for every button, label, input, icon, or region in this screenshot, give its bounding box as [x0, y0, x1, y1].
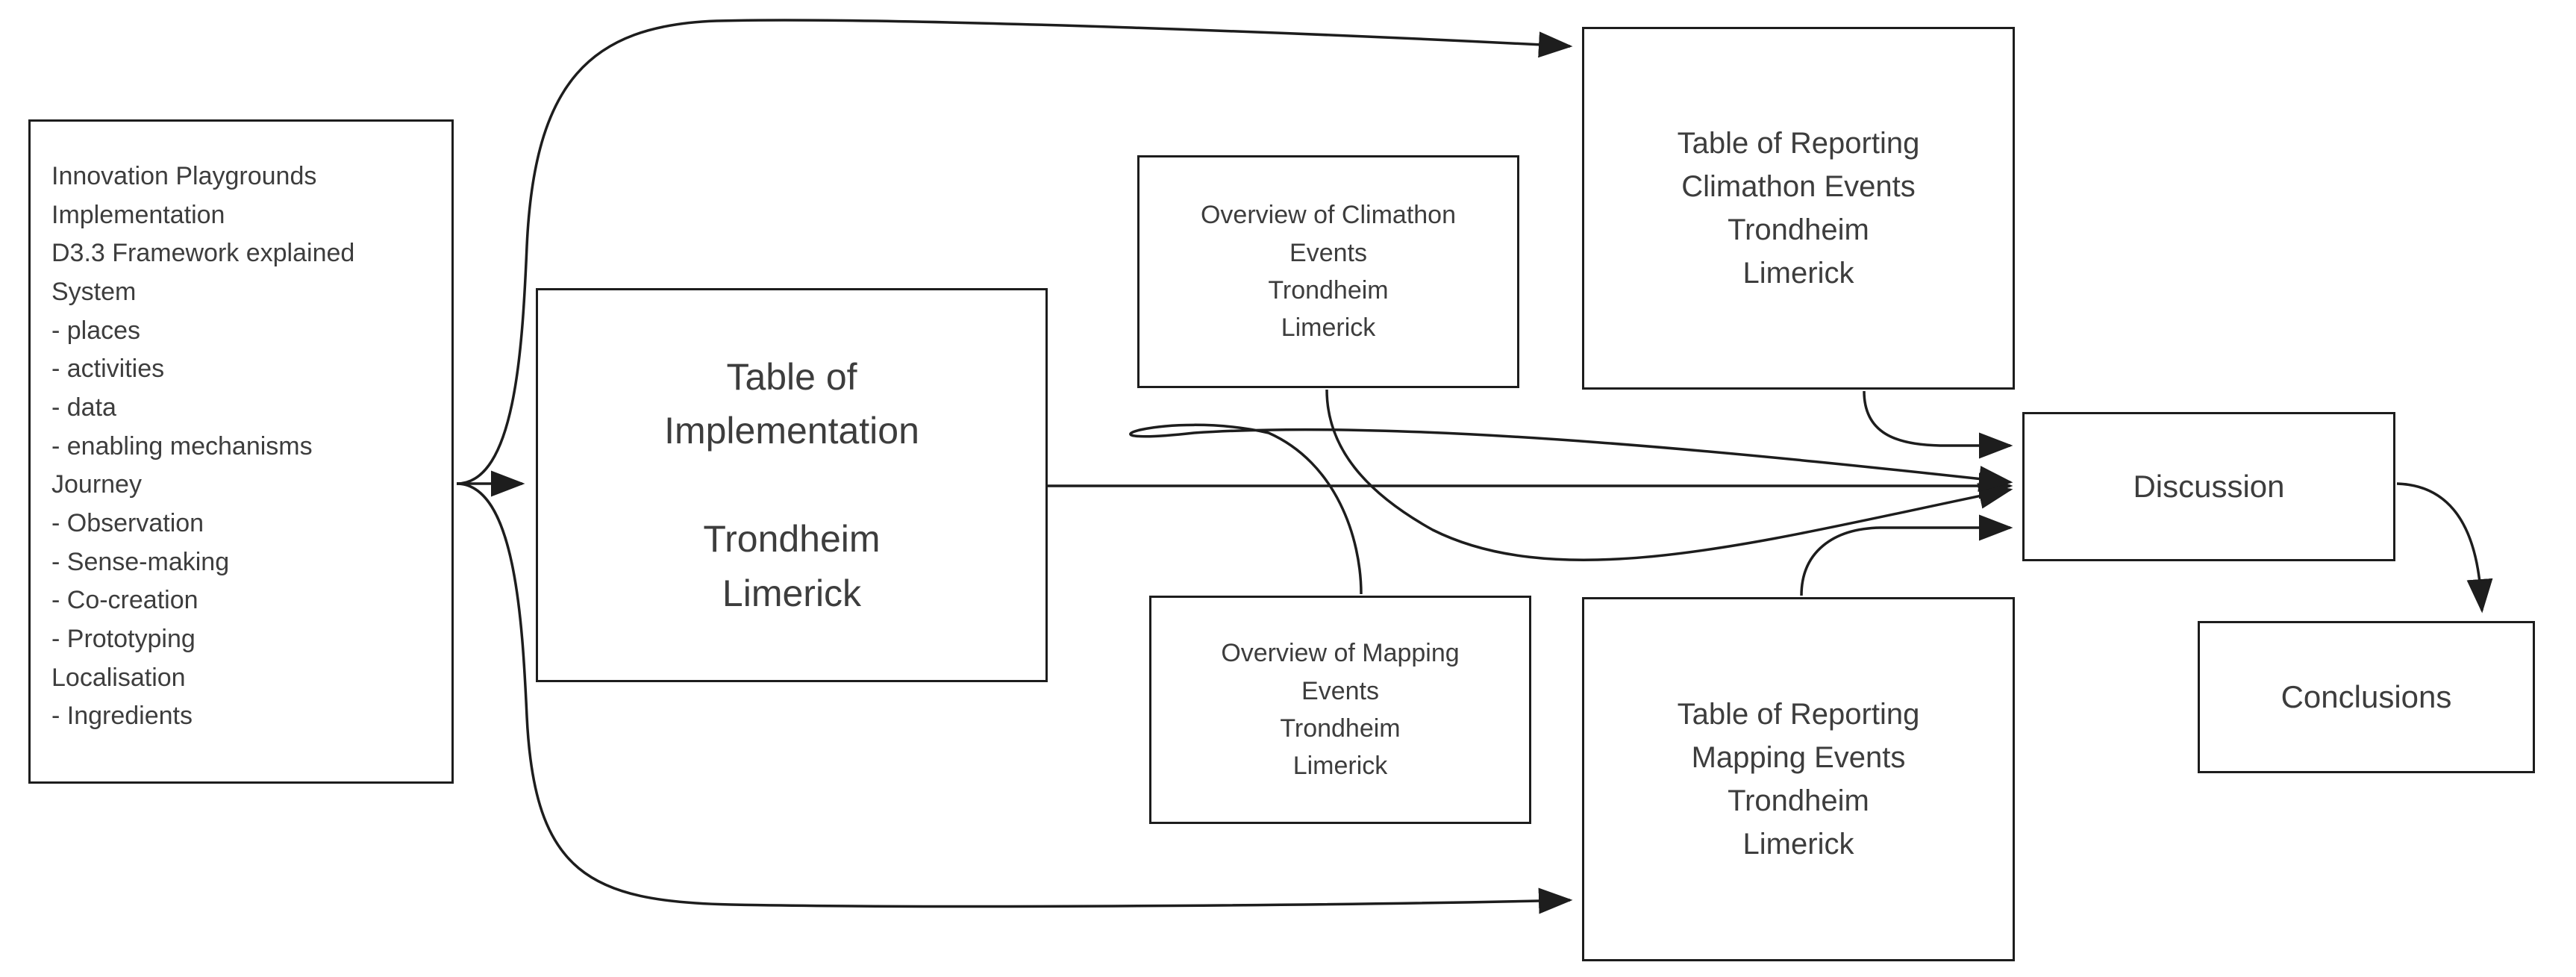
edge-overview-climathon-to-discussion [1325, 389, 2013, 561]
node-framework-box[interactable]: Innovation Playgrounds Implementation D3… [28, 119, 454, 784]
edge-discussion-to-conclusions [2396, 482, 2493, 614]
node-discussion-box[interactable]: Discussion [2022, 412, 2395, 561]
edge-overview-mapping-to-discussion [1129, 423, 2013, 595]
edge-table-mapping-to-discussion [1800, 514, 2013, 596]
node-table-reporting-mapping-events-label: Table of Reporting Mapping Events Trondh… [1677, 698, 1920, 861]
node-overview-mapping-events-label: Overview of Mapping Events Trondheim Lim… [1221, 639, 1460, 781]
node-table-of-implementation-box[interactable]: Table of Implementation Trondheim Limeri… [536, 288, 1048, 682]
node-overview-mapping-events-box[interactable]: Overview of Mapping Events Trondheim Lim… [1149, 596, 1531, 824]
node-overview-climathon-events-label: Overview of Climathon Events Trondheim L… [1200, 201, 1456, 343]
node-framework-label: Innovation Playgrounds Implementation D3… [51, 162, 355, 731]
node-conclusions-label: Conclusions [2280, 679, 2452, 715]
node-discussion-label: Discussion [2133, 469, 2285, 505]
node-conclusions-box[interactable]: Conclusions [2198, 621, 2535, 773]
node-table-reporting-climathon-events-label: Table of Reporting Climathon Events Tron… [1677, 127, 1920, 290]
node-table-of-implementation-label: Table of Implementation Trondheim Limeri… [664, 355, 919, 614]
node-table-reporting-mapping-events-box[interactable]: Table of Reporting Mapping Events Trondh… [1582, 597, 2015, 961]
node-table-reporting-climathon-events-box[interactable]: Table of Reporting Climathon Events Tron… [1582, 27, 2015, 390]
edge-table-climathon-to-discussion [1863, 390, 2013, 459]
node-overview-climathon-events-box[interactable]: Overview of Climathon Events Trondheim L… [1137, 155, 1519, 388]
